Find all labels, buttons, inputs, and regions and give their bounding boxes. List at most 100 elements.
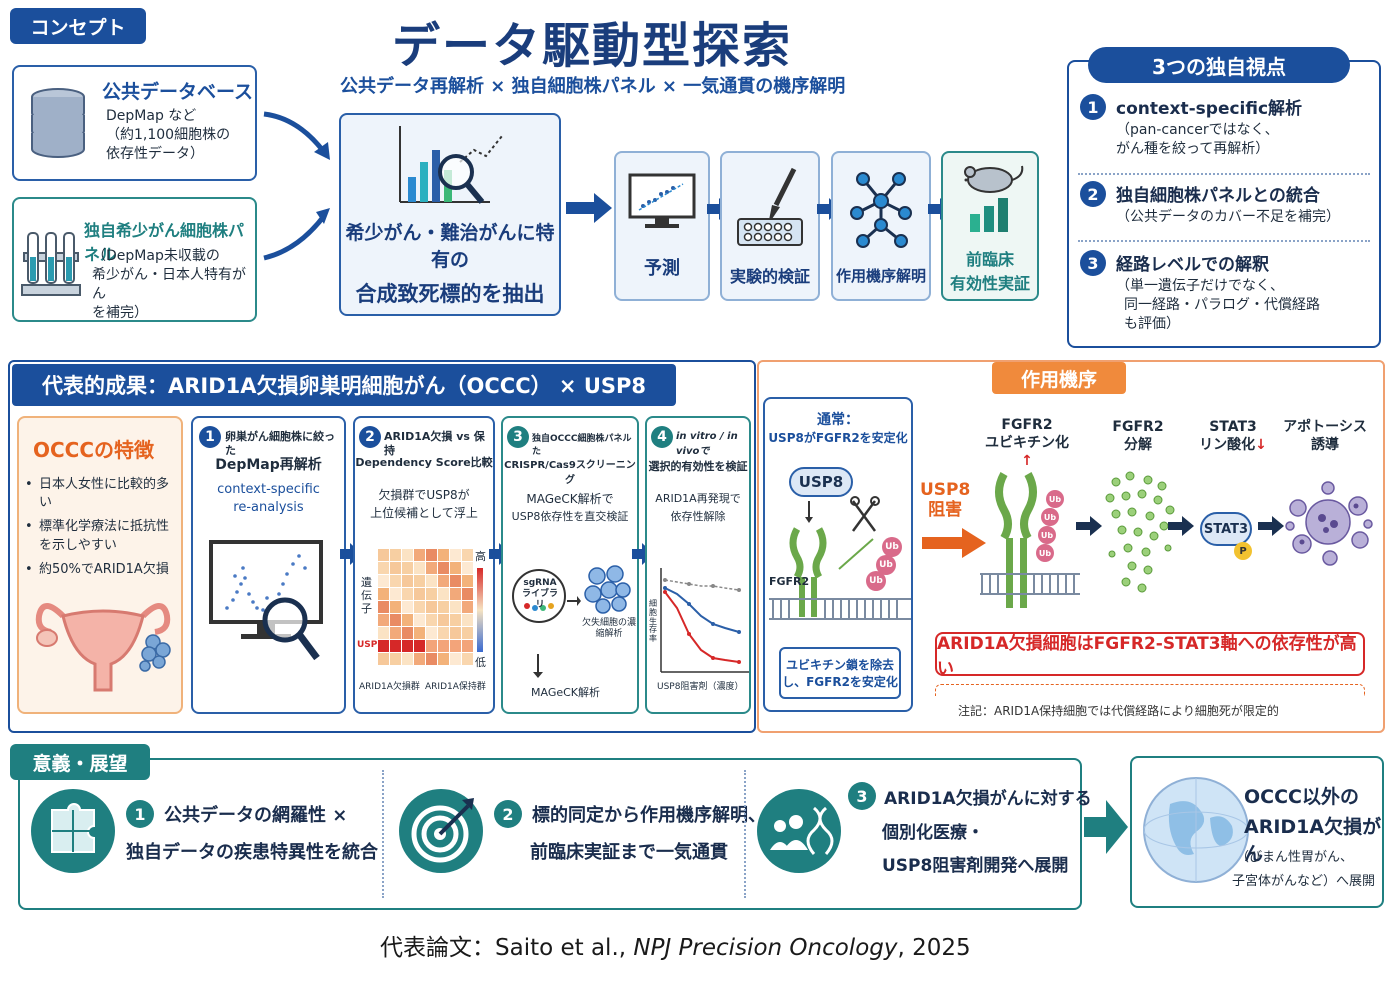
heatmap-cell <box>378 588 389 600</box>
public-db-line: （約1,100細胞株の <box>106 126 231 143</box>
cell-cluster-icon <box>584 565 631 614</box>
heatmap-cell <box>414 562 425 574</box>
heatmap-cell <box>438 588 449 600</box>
monitor-volcano-icon <box>209 540 323 661</box>
viewpoints-tag: 3つの独自視点 <box>1088 47 1350 83</box>
citation-suffix: , 2025 <box>897 935 971 961</box>
step-number: 1 <box>199 426 221 448</box>
heatmap-cell <box>450 640 461 652</box>
ub-badge: Ub <box>1038 526 1056 544</box>
viewpoint-number: 3 <box>1080 250 1106 276</box>
viability-curve <box>660 568 749 673</box>
viewpoint-item: 3 経路レベルでの解釈 （単一遺伝子だけでなく、 同一経路・パラログ・代償経路 … <box>1080 250 1370 334</box>
viewpoint-desc: （pan-cancerではなく、 がん種を絞って再解析） <box>1116 121 1302 159</box>
heatmap <box>378 549 473 665</box>
heatmap-cell <box>438 627 449 639</box>
mech-col-line: 分解 <box>1124 437 1152 454</box>
mech-col-line: ユビキチン化 <box>985 435 1069 452</box>
own-panel-line: を補完） <box>92 304 148 321</box>
mechanism-conclusion: ARID1A欠損細胞はFGFR2-STAT3軸への依存性が高い <box>935 632 1365 679</box>
arrow-down-icon: ↓ <box>1255 437 1267 454</box>
viewpoint-desc: （単一遺伝子だけでなく、 同一経路・パラログ・代償経路 も評価） <box>1116 277 1320 334</box>
significance-line: 前臨床実証まで一気通貫 <box>530 842 728 863</box>
heatmap-cell <box>390 653 401 665</box>
globe-icon <box>1143 777 1249 883</box>
viewpoint-item: 1 context-specific解析 （pan-cancerではなく、 がん… <box>1080 94 1370 159</box>
receptor-membrane <box>769 501 911 620</box>
heatmap-cell <box>462 614 473 626</box>
mech-col-line: FGFR2 <box>1001 417 1053 433</box>
significance-line: 独自データの疾患特異性を統合 <box>126 842 378 863</box>
heatmap-cell <box>414 640 425 652</box>
heatmap-cell <box>402 653 413 665</box>
arrow-down-icon <box>533 654 543 678</box>
heatmap-cell <box>438 575 449 587</box>
concept-tag: コンセプト <box>10 8 146 44</box>
viewpoints-box <box>1067 60 1381 348</box>
personalized-medicine-icon <box>757 789 841 873</box>
heatmap-cell <box>450 614 461 626</box>
mechanism-frame <box>757 360 1385 733</box>
mech-col-line: STAT3 <box>1209 419 1257 435</box>
inhibition-line: USP8 <box>920 480 971 500</box>
heatmap-cell <box>438 562 449 574</box>
public-db-desc: DepMap など （約1,100細胞株の 依存性データ） <box>106 107 230 164</box>
step-note: MAGeCK解析で <box>526 492 614 506</box>
viewpoint-desc-line: がん種を絞って再解析） <box>1116 140 1270 157</box>
heatmap-cell <box>414 575 425 587</box>
ub-badge: Ub <box>1041 508 1059 526</box>
heatmap-cell <box>426 640 437 652</box>
significance-number: 1 <box>126 800 154 828</box>
inhibition-line: 阻害 <box>928 500 963 521</box>
viewpoint-item: 2 独自細胞株パネルとの統合 （公共データのカバー不足を補完） <box>1080 181 1370 227</box>
public-db-title: 公共データベース <box>102 81 254 103</box>
mech-col-header: FGFR2 ユビキチン化↑ <box>984 416 1070 471</box>
heatmap-cell <box>450 653 461 665</box>
results-tag: 代表的成果：ARID1A欠損卵巣明細胞がん（OCCC） × USP8 <box>12 364 676 406</box>
step-title-2: 選択的有効性を検証 <box>648 460 748 473</box>
step-label: 有効性実証 <box>949 274 1030 293</box>
heatmap-high-label: 高 <box>475 550 486 563</box>
inhibition-arrow-icon <box>922 528 986 558</box>
viewpoint-desc: （公共データのカバー不足を補完） <box>1116 208 1340 227</box>
ub-badge: Ub <box>1046 490 1064 508</box>
viewpoint-title: context-specific解析 <box>1116 99 1303 119</box>
viewpoint-title: 経路レベルでの解釈 <box>1116 255 1269 275</box>
mech-col-header: FGFR2 分解 <box>1100 418 1176 454</box>
heatmap-cell <box>438 601 449 613</box>
result-step-1: 1 卵巣がん細胞株に絞った DepMap再解析 context-specific… <box>191 416 346 714</box>
own-panel-title: 独自希少がん細胞株パネル <box>84 221 245 264</box>
heatmap-cell <box>378 640 389 652</box>
merge-arrows <box>263 111 330 261</box>
heatmap-cell <box>450 601 461 613</box>
occc-title: OCCCの特徴 <box>33 438 155 462</box>
public-db-box: 公共データベース DepMap など （約1,100細胞株の 依存性データ） <box>12 65 257 181</box>
heatmap-cell <box>462 640 473 652</box>
mouse-chart-icon <box>964 165 1024 232</box>
normal-desc: ユビキチン鎖を除去 <box>785 658 894 672</box>
step-label: 実験的検証 <box>729 267 810 286</box>
heatmap-cell <box>462 601 473 613</box>
heatmap-cell <box>378 614 389 626</box>
degraded-receptor <box>1105 471 1175 593</box>
arrow-right-icon <box>1084 800 1128 854</box>
step-title-2: Dependency Score比較 <box>355 456 493 469</box>
future-box: OCCC以外の ARID1A欠損がん （びまん性胃がん、 子宮体がんなど）へ展開 <box>1130 756 1384 908</box>
heatmap-cell <box>426 549 437 561</box>
sgrna-label: sgRNAライブラリ <box>521 578 558 610</box>
future-line: OCCC以外の <box>1244 786 1359 808</box>
future-line: （びまん性胃がん、 <box>1236 850 1354 865</box>
heatmap-cell <box>390 614 401 626</box>
viability-ylabel: 細胞生存率 <box>649 599 657 644</box>
mechanism-note: 注記：ARID1A保持細胞では代償経路により細胞死が限定的 <box>958 704 1279 718</box>
normal-title: USP8がFGFR2を安定化 <box>768 431 908 445</box>
heatmap-cell <box>450 575 461 587</box>
heatmap-colorbar <box>477 568 483 652</box>
heatmap-cell <box>414 549 425 561</box>
apoptotic-cell-icon <box>1285 481 1373 566</box>
future-line: ARID1A欠損がん <box>1244 816 1382 865</box>
heatmap-cell <box>438 640 449 652</box>
result-step-4: 4 in vitro / in vivoで 選択的有効性を検証 ARID1A再発… <box>645 416 751 714</box>
citation-prefix: 代表論文：Saito et al., <box>380 935 634 961</box>
normal-ub-3: Ub <box>866 571 886 591</box>
